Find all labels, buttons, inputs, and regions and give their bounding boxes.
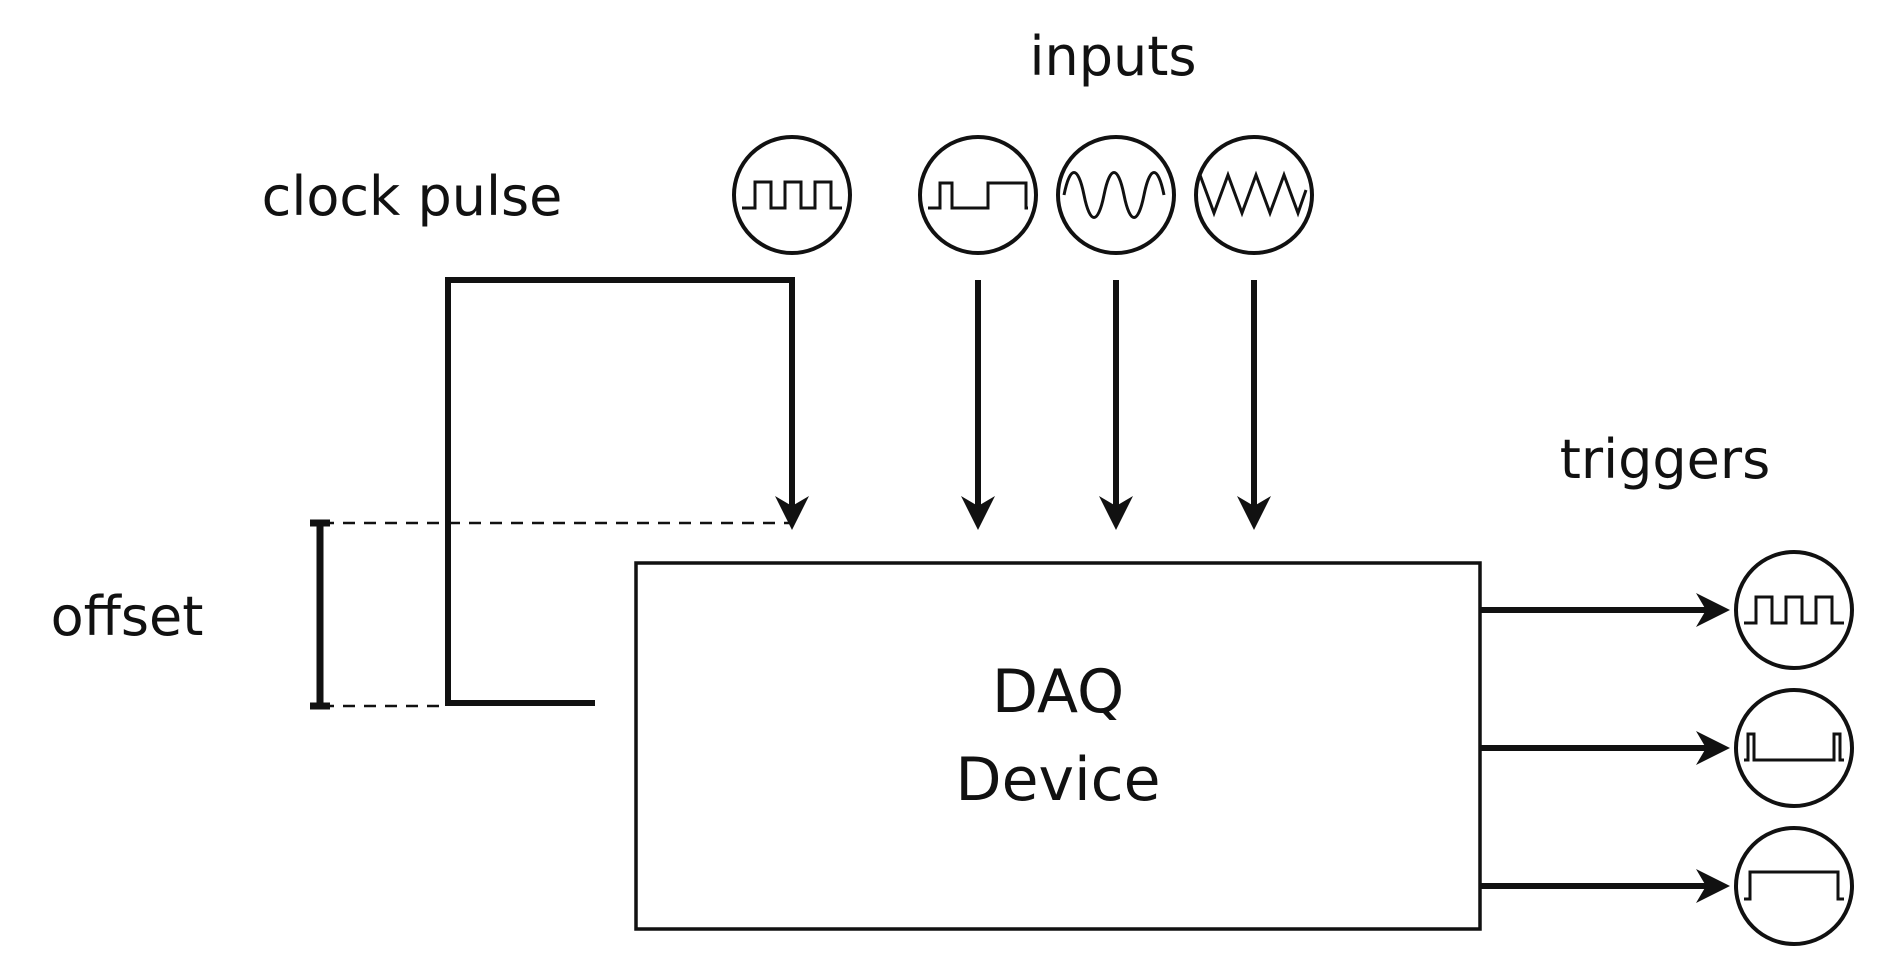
clock-pulse-label: clock pulse	[262, 165, 563, 228]
input-square-wave-icon	[918, 135, 1038, 255]
trigger-square-wave-icon	[1734, 550, 1854, 670]
trigger-arrowhead-1	[1696, 593, 1730, 627]
input-sine-wave-icon	[1056, 135, 1176, 255]
inputs-label: inputs	[1029, 25, 1196, 88]
trigger-narrow-pulse-icon	[1734, 688, 1854, 808]
daq-device-label-line1: DAQ	[992, 657, 1124, 727]
trigger-arrowhead-2	[1696, 731, 1730, 765]
input-arrowhead-2	[1099, 496, 1133, 530]
clock-pulse-line	[445, 277, 795, 706]
clock-arrowhead	[775, 496, 809, 530]
input-arrowhead-1	[961, 496, 995, 530]
trigger-arrowhead-3	[1696, 869, 1730, 903]
input-arrowhead-3	[1237, 496, 1271, 530]
trigger-wide-pulse-icon	[1734, 826, 1854, 946]
input-triangle-wave-icon	[1194, 135, 1314, 255]
daq-device-label-line2: Device	[955, 745, 1160, 815]
triggers-label: triggers	[1560, 428, 1771, 491]
clock-source-icon	[732, 135, 852, 255]
offset-label: offset	[51, 585, 204, 648]
